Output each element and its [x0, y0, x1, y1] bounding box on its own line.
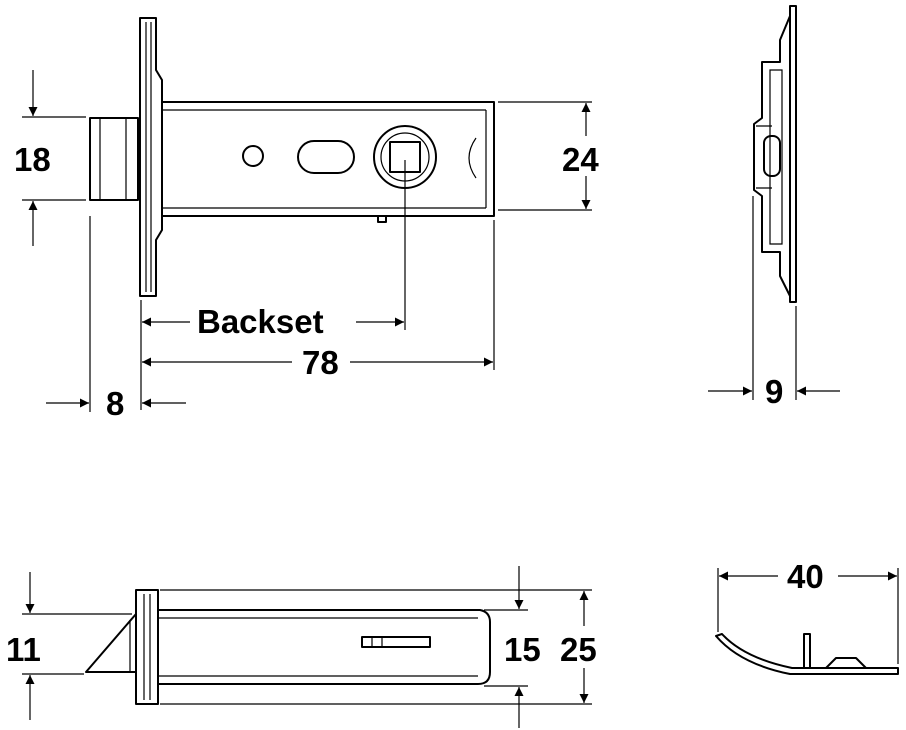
latch-side-view — [89, 17, 495, 297]
dim-bolt-height: 11 — [6, 572, 132, 720]
dim-backset-label: Backset — [197, 303, 324, 340]
strike-slot — [763, 135, 781, 177]
dim-40-label: 40 — [787, 558, 824, 595]
dim-tubular-overall: 25 — [160, 589, 597, 705]
dim-8-label: 8 — [106, 385, 124, 422]
curved-strike-plate — [715, 633, 899, 675]
dim-case-length: 78 — [142, 220, 495, 381]
latch-case — [161, 101, 495, 217]
dim-9-label: 9 — [765, 373, 783, 410]
dim-backset: Backset — [140, 160, 406, 410]
strike-plate-side — [753, 5, 797, 303]
dim-78-label: 78 — [302, 344, 339, 381]
dim-tubular-height: 15 — [484, 566, 541, 728]
dim-25-label: 25 — [560, 631, 597, 668]
bevel-bolt — [85, 613, 137, 673]
curved-strike — [715, 633, 899, 675]
bolt-slot — [297, 140, 355, 174]
dim-15-label: 15 — [504, 631, 541, 668]
dim-18-label: 18 — [14, 141, 51, 178]
tubular-body — [157, 609, 491, 685]
dim-case-height: 24 — [498, 101, 599, 211]
latch-bolt — [89, 117, 139, 201]
dim-11-label: 11 — [6, 631, 41, 668]
fixing-hole — [242, 145, 264, 167]
dim-faceplate-height: 18 — [14, 70, 86, 246]
dim-24-label: 24 — [562, 141, 599, 178]
dim-strike-depth: 9 — [708, 196, 840, 410]
forend-plate — [139, 17, 163, 297]
dim-strike-width: 40 — [717, 558, 899, 664]
dim-faceplate-thickness: 8 — [46, 216, 186, 422]
tubular-latch-top-view — [85, 589, 491, 705]
